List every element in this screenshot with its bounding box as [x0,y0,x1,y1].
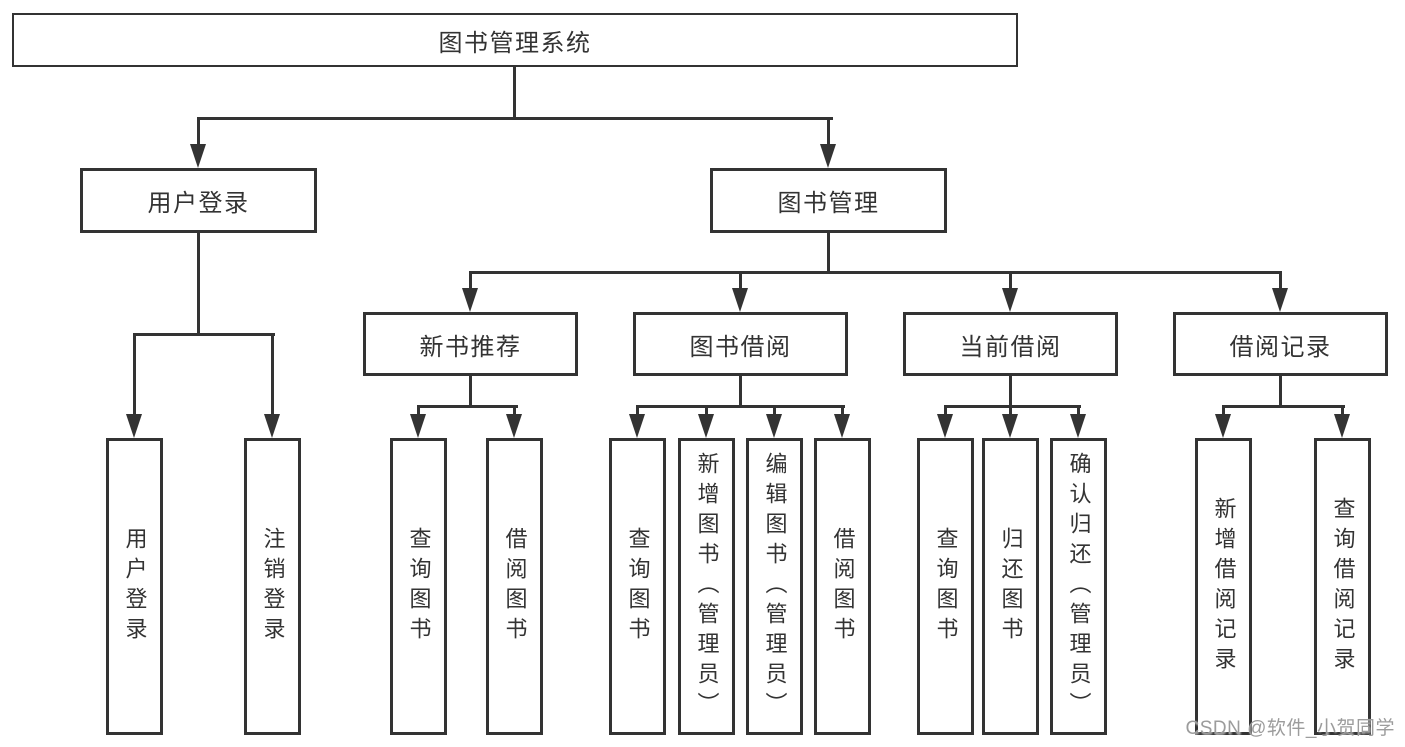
leaf-borrow-edit-books-admin: 编辑图书（管理员） [746,438,803,735]
node-library-system: 图书管理系统 [12,13,1018,67]
connector-to-leaf-user-login [133,333,136,417]
connector-current-2 [1009,405,1012,417]
arrowhead-to-new-book [462,288,478,312]
arrowhead-to-leaf-user-login [126,414,142,438]
arrowhead-borrow-1 [629,414,645,438]
connector-borrow-2 [705,405,708,417]
connector-to-borrow-record [1279,271,1282,293]
connector-root-bar [197,117,833,120]
connector-records-bar [1222,405,1345,408]
arrowhead-to-book-borrow [732,288,748,312]
arrowhead-to-borrow-record [1272,288,1288,312]
leaf-newrec-borrow-books: 借阅图书 [486,438,543,735]
node-new-book-recommend: 新书推荐 [363,312,578,376]
leaf-current-query-books: 查询图书 [917,438,974,735]
connector-book-mgmt-stem [827,233,830,274]
arrowhead-newrec-2 [506,414,522,438]
leaf-borrow-borrow-books: 借阅图书 [814,438,871,735]
connector-records-stem [1279,376,1282,407]
connector-root-stem [513,66,516,120]
arrowhead-current-2 [1002,414,1018,438]
connector-current-stem [1009,376,1012,407]
connector-newrec-stem [469,376,472,407]
connector-borrow-stem [739,376,742,407]
leaf-records-add-record: 新增借阅记录 [1195,438,1252,735]
connector-to-book-borrow [739,271,742,293]
connector-to-book-management [827,117,830,147]
arrowhead-borrow-3 [766,414,782,438]
leaf-borrow-add-books-admin: 新增图书（管理员） [678,438,735,735]
leaf-current-return-books: 归还图书 [982,438,1039,735]
connector-current-1 [944,405,947,417]
connector-newrec-bar [417,405,518,408]
csdn-watermark: CSDN @软件_小贺同学 [1185,718,1395,739]
connector-user-login-stem [197,233,200,336]
leaf-borrow-query-books: 查询图书 [609,438,666,735]
node-current-borrowing: 当前借阅 [903,312,1118,376]
connector-current-bar [944,405,1081,408]
connector-user-login-bar [133,333,275,336]
node-user-login: 用户登录 [80,168,317,233]
arrowhead-borrow-4 [834,414,850,438]
leaf-records-query-record: 查询借阅记录 [1314,438,1371,735]
leaf-logout: 注销登录 [244,438,301,735]
connector-borrow-4 [841,405,844,417]
node-book-management: 图书管理 [710,168,947,233]
connector-borrow-bar [636,405,845,408]
arrowhead-records-2 [1334,414,1350,438]
node-borrowing-records: 借阅记录 [1173,312,1388,376]
leaf-user-login: 用户登录 [106,438,163,735]
connector-newrec-2 [513,405,516,417]
connector-book-mgmt-bar [469,271,1282,274]
connector-to-current-borrow [1009,271,1012,293]
connector-to-leaf-logout [271,333,274,417]
arrowhead-to-current-borrow [1002,288,1018,312]
connector-current-3 [1077,405,1080,417]
arrowhead-newrec-1 [410,414,426,438]
arrowhead-borrow-2 [698,414,714,438]
leaf-newrec-query-books: 查询图书 [390,438,447,735]
connector-records-2 [1341,405,1344,417]
connector-newrec-1 [417,405,420,417]
arrowhead-records-1 [1215,414,1231,438]
arrowhead-to-user-login [190,144,206,168]
connector-borrow-3 [773,405,776,417]
node-book-borrowing: 图书借阅 [633,312,848,376]
connector-records-1 [1222,405,1225,417]
arrowhead-current-3 [1070,414,1086,438]
connector-to-user-login [197,117,200,147]
connector-borrow-1 [636,405,639,417]
arrowhead-to-book-management [820,144,836,168]
leaf-current-confirm-return-admin: 确认归还（管理员） [1050,438,1107,735]
connector-to-new-book [469,271,472,293]
arrowhead-current-1 [937,414,953,438]
arrowhead-to-leaf-logout [264,414,280,438]
